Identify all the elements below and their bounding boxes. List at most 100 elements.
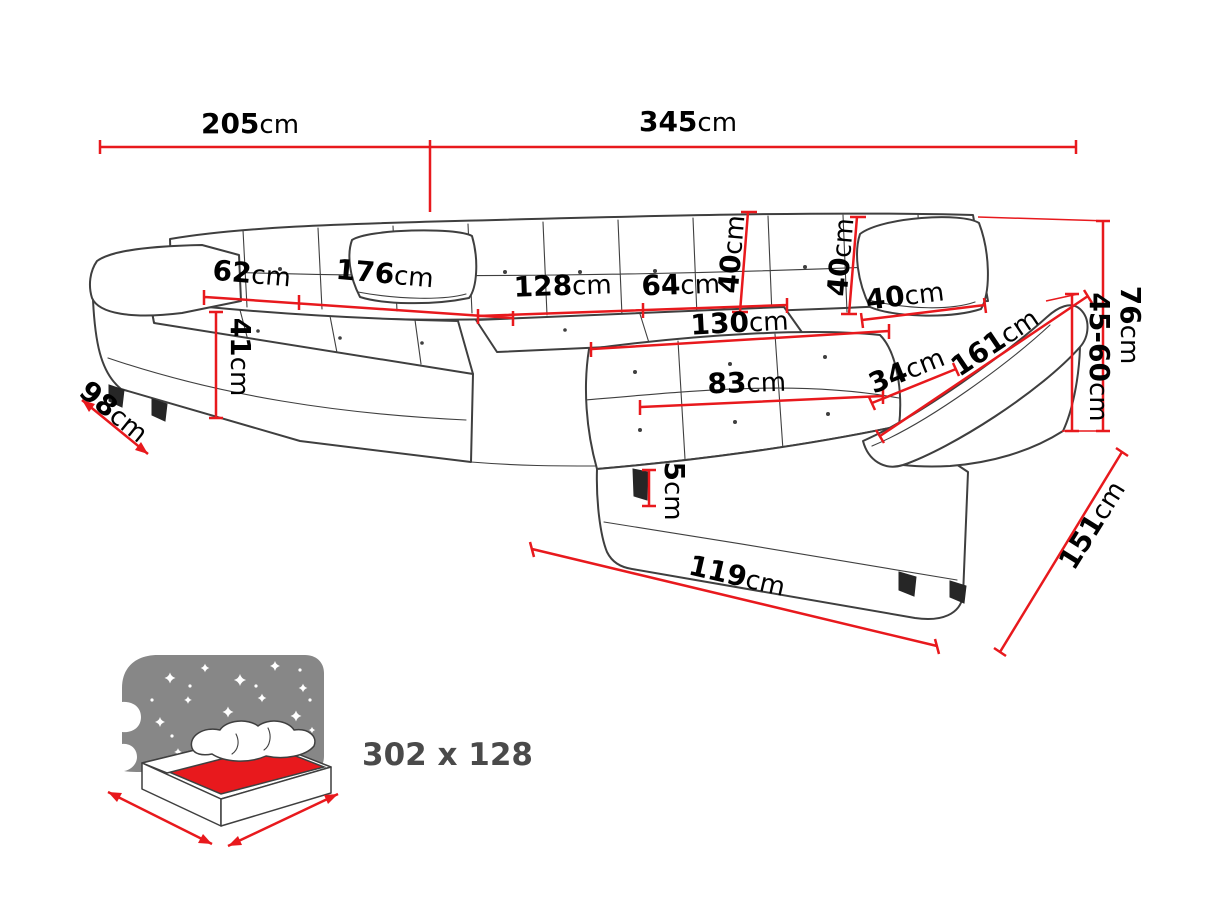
dim-value: 205: [201, 107, 259, 140]
dim-line: [642, 468, 656, 508]
dim-value: 83: [707, 366, 747, 400]
dim-value: 62: [211, 254, 253, 290]
dim-line: [589, 324, 891, 357]
dim-value: 40: [864, 279, 907, 317]
dim-label-41: 41cm: [224, 318, 257, 397]
right-chaise-seams: [585, 333, 900, 460]
leg: [949, 580, 967, 604]
dim-unit: cm: [250, 260, 292, 293]
leg: [898, 571, 917, 597]
dim-back-seat-128-64: 128cm 64cm: [476, 267, 789, 324]
dim-label-40b: 40cm: [821, 217, 861, 298]
dim-value: 76: [1114, 286, 1147, 325]
dim-line: [867, 362, 961, 411]
dim-left-seat-62-176: 62cm 176cm: [202, 253, 515, 326]
dim-unit: cm: [1114, 325, 1144, 365]
dim-backrest-height-40: 40cm: [712, 210, 757, 314]
bed-front-right-face: [220, 766, 332, 827]
dim-line: [859, 297, 988, 329]
dim-width-right-345: 345cm: [428, 105, 1078, 212]
dim-unit: cm: [1083, 382, 1113, 422]
dim-label-45-60: 45-60cm: [1083, 292, 1116, 421]
right-base: [595, 425, 969, 620]
dim-label-151: 151cm: [1052, 475, 1132, 576]
dim-value: 40: [712, 253, 748, 295]
dim-line: [732, 210, 757, 314]
leg: [151, 398, 168, 422]
dim-line: [209, 310, 223, 420]
dim-line: [81, 399, 149, 455]
dim-line: [841, 215, 866, 316]
dim-value: 41: [224, 318, 257, 357]
bed-length-arrow: [227, 792, 339, 848]
dim-unit: cm: [827, 217, 860, 259]
dim-cushion-height-40: 40cm: [821, 215, 866, 316]
dim-line: [1096, 219, 1110, 433]
dim-label-40c: 40cm: [864, 274, 946, 316]
dim-label-176: 176cm: [335, 253, 436, 294]
dim-unit: cm: [259, 110, 299, 140]
dim-unit: cm: [658, 481, 688, 521]
sleeping-area-icon: 302 x 128: [107, 655, 533, 848]
left-base: [92, 299, 474, 463]
dim-armrest-height-45-60: 45-60cm: [1045, 292, 1116, 433]
dim-line: [874, 289, 1094, 444]
right-base-crease: [603, 521, 958, 581]
dim-line: [993, 446, 1129, 658]
bed-width-arrow: [107, 790, 213, 846]
dim-chaise-length-130: 130cm: [589, 303, 891, 357]
sofa-legs: [108, 384, 967, 604]
left-back-pillow: [348, 229, 478, 305]
dim-unit: cm: [393, 261, 435, 294]
dim-line: [98, 140, 430, 154]
dim-value: 128: [513, 269, 573, 304]
right-armrest-contour: [871, 324, 1051, 447]
dim-label-64: 64cm: [641, 267, 721, 303]
sofa-illustration: [88, 212, 1089, 620]
dim-label-76: 76cm: [1114, 286, 1147, 365]
dim-unit: cm: [903, 277, 946, 312]
dim-label-83: 83cm: [707, 365, 787, 401]
dim-value: 345: [639, 105, 697, 138]
dim-line: [476, 298, 789, 324]
dim-label-205: 205cm: [201, 107, 299, 140]
dim-value: 45-60: [1083, 292, 1116, 382]
dim-side-depth-151: 151cm: [993, 446, 1132, 658]
dim-cushion-width-40: 40cm: [859, 274, 988, 329]
dim-unit: cm: [680, 270, 721, 301]
leg: [632, 468, 649, 501]
dim-label-128: 128cm: [513, 267, 612, 303]
dim-line: [1065, 292, 1079, 433]
pillow-folds: [231, 727, 271, 755]
pillows: [190, 720, 316, 762]
left-back-pillow-fold: [357, 291, 467, 299]
dim-value: 130: [690, 306, 750, 342]
dim-label-130: 130cm: [690, 303, 790, 341]
dim-value: 40: [821, 256, 857, 298]
dim-label-62: 62cm: [211, 254, 292, 294]
arrowhead: [82, 400, 95, 412]
leg: [108, 384, 125, 408]
dim-leg-height-5: 5cm: [642, 461, 691, 521]
inner-base-edge: [470, 461, 598, 467]
dim-label-5: 5cm: [658, 461, 691, 520]
right-back-pillow: [856, 216, 989, 317]
dim-line: [528, 541, 941, 655]
sleeping-size-label: 302 x 128: [362, 737, 533, 773]
dim-line: [202, 290, 515, 326]
dim-line: [638, 389, 885, 415]
dim-value: 64: [641, 268, 681, 302]
dim-unit: cm: [746, 368, 787, 399]
dim-label-345: 345cm: [639, 105, 737, 138]
dim-line: [428, 140, 1078, 212]
dim-value: 176: [335, 253, 396, 291]
dim-unit: cm: [572, 270, 613, 301]
dim-seat-height-41: 41cm: [209, 310, 257, 420]
right-back-pillow-fold: [867, 299, 976, 309]
arrowhead: [135, 442, 148, 454]
dim-unit: cm: [224, 357, 254, 397]
dim-value: 5: [658, 461, 691, 480]
dim-chaise-seat-83: 83cm: [638, 365, 885, 415]
center-seat-seam: [639, 313, 651, 347]
